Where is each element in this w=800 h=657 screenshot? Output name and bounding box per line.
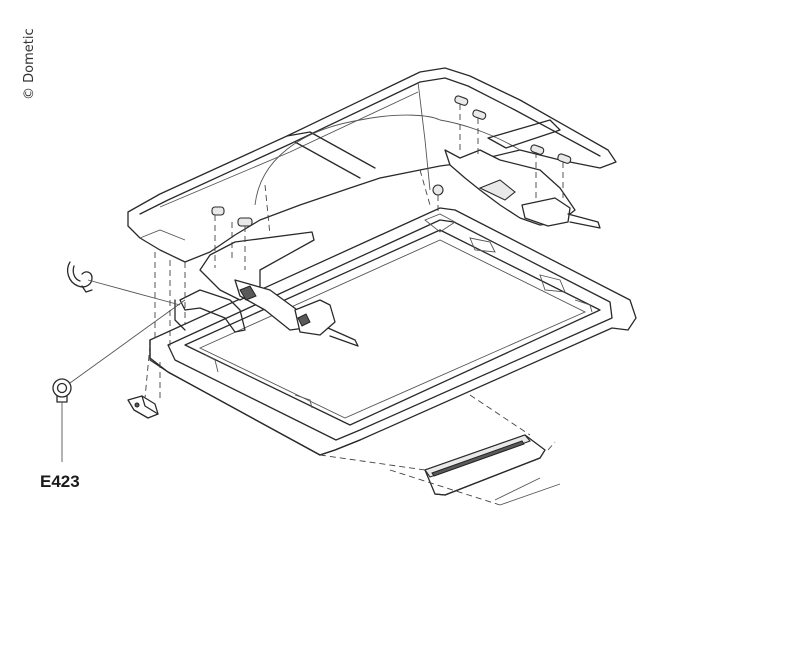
vent-frame	[149, 207, 637, 456]
clip-part	[67, 261, 93, 293]
flyscreen-blind	[424, 434, 546, 496]
hinge-arm-mechanism	[174, 231, 359, 347]
leader-lines	[61, 279, 561, 506]
bracket-part	[127, 395, 159, 419]
cover-hinge-bracket	[444, 149, 601, 229]
copyright-notice: © Dometic	[22, 28, 37, 100]
assembly-guides	[144, 104, 564, 506]
cover-clips	[211, 95, 572, 227]
part-label-e423: E423	[40, 472, 80, 491]
dome-cover	[127, 67, 617, 263]
grommet-part-e423	[52, 378, 72, 403]
